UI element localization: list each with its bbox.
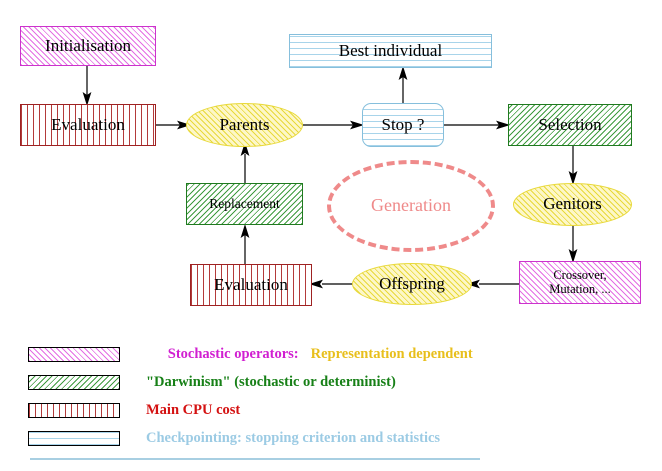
node-parents[interactable]: Parents [186, 103, 303, 147]
node-parents-label: Parents [219, 114, 270, 134]
node-evaluation-bottom-label: Evaluation [214, 274, 288, 294]
node-genitors[interactable]: Genitors [513, 183, 632, 226]
legend-row-main-cpu-cost: Main CPU cost [28, 400, 240, 420]
legend-row-checkpointing: Checkpointing: stopping criterion and st… [28, 428, 440, 448]
legend-swatch-blue [28, 430, 120, 446]
node-crossover-mutation-label: Crossover, Mutation, ... [549, 268, 611, 296]
legend: Stochastic operators: Representation depe… [0, 340, 662, 460]
node-stop[interactable]: Stop ? [362, 103, 444, 147]
edge-initialisation-to-evaluation-top [80, 64, 94, 108]
node-replacement-label: Replacement [209, 195, 280, 211]
legend-row-darwinism: "Darwinism" (stochastic or determinist) [28, 372, 396, 392]
node-selection-label: Selection [538, 114, 602, 134]
node-initialisation-label: Initialisation [45, 35, 131, 55]
node-stop-label: Stop ? [381, 114, 425, 134]
node-initialisation[interactable]: Initialisation [20, 26, 156, 66]
legend-label-stochastic-operators-primary: Stochastic operators: [167, 345, 299, 362]
legend-label-stochastic-operators-secondary: Representation dependent [310, 345, 473, 362]
edge-crossover-to-offspring [466, 277, 522, 291]
node-offspring[interactable]: Offspring [352, 263, 472, 305]
node-best-individual-label: Best individual [338, 40, 443, 60]
edge-stop-to-selection [443, 118, 511, 132]
node-evaluation-top[interactable]: Evaluation [20, 104, 156, 146]
node-offspring-label: Offspring [379, 273, 445, 293]
edge-selection-to-genitors [566, 144, 580, 186]
node-crossover-mutation[interactable]: Crossover, Mutation, ... [519, 261, 641, 304]
node-best-individual[interactable]: Best individual [289, 34, 492, 68]
bottom-divider [30, 458, 480, 460]
node-replacement[interactable]: Replacement [186, 183, 303, 225]
node-generation-label: Generation [371, 195, 451, 216]
edge-evaluation-bottom-to-replacement [238, 224, 252, 266]
edge-stop-to-best-individual [396, 66, 410, 106]
legend-label-main-cpu-cost: Main CPU cost [146, 401, 241, 418]
edge-evaluation-top-to-parents [154, 118, 192, 132]
node-selection[interactable]: Selection [508, 104, 632, 146]
legend-swatch-green [28, 374, 120, 390]
legend-label-checkpointing: Checkpointing: stopping criterion and st… [146, 429, 441, 446]
legend-label-darwinism: "Darwinism" (stochastic or determinist) [146, 373, 396, 390]
edge-replacement-to-parents [238, 142, 252, 186]
legend-row-stochastic-operators: Stochastic operators: Representation depe… [28, 344, 473, 364]
node-genitors-label: Genitors [543, 194, 602, 214]
edge-parents-to-stop [301, 118, 365, 132]
legend-swatch-magenta [28, 346, 120, 362]
legend-swatch-red [28, 402, 120, 418]
node-evaluation-bottom[interactable]: Evaluation [190, 264, 312, 306]
node-evaluation-top-label: Evaluation [51, 114, 125, 134]
legend-label-stochastic-operators: Stochastic operators: Representation depe… [146, 329, 473, 380]
node-generation-boundary: Generation [327, 160, 495, 252]
edge-genitors-to-crossover [566, 224, 580, 264]
edge-offspring-to-evaluation-bottom [309, 277, 357, 291]
